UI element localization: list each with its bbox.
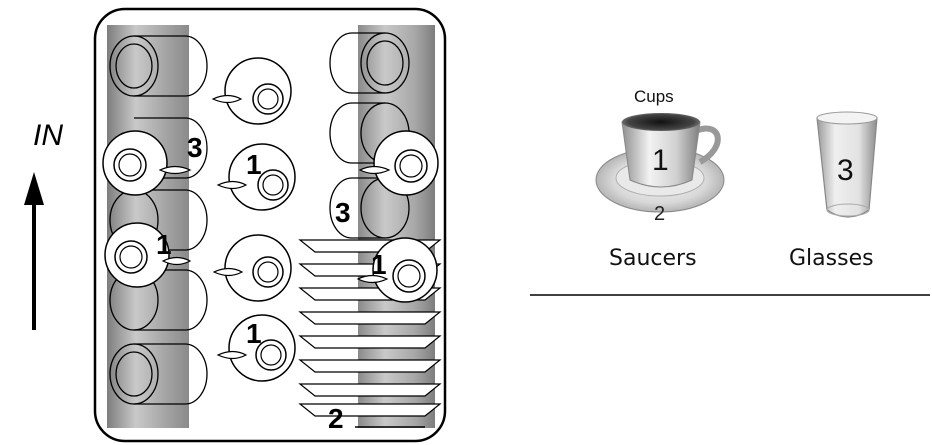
glasses-caption: Glasses: [789, 246, 874, 271]
cup-and-saucer-icon: [595, 113, 725, 213]
right-front-cup-lower: [356, 237, 438, 303]
center-cup-4: [216, 314, 296, 382]
rack-number-right-lower: 1: [371, 249, 387, 280]
cups-caption: Cups: [634, 87, 674, 106]
rack-number-center-2: 1: [246, 318, 262, 349]
direction-label: IN: [33, 119, 63, 152]
rack-number-left-top: 3: [187, 132, 203, 163]
left-front-cup-top: [102, 130, 192, 196]
glass-icon: [816, 111, 878, 218]
cups-number: 1: [652, 144, 669, 177]
rack-number-right-mid: 3: [335, 197, 351, 228]
rack-number-left-mid: 1: [156, 229, 172, 260]
center-cup-3: [212, 234, 292, 302]
center-cup-2: [216, 143, 296, 211]
direction-indicator: IN: [24, 119, 63, 330]
dishwasher-rack: 3 1 1: [93, 7, 447, 443]
legend: Cups 1 2 Saucers 3 Glasses: [530, 87, 930, 296]
glasses-number: 3: [837, 154, 854, 187]
left-front-cup-mid: [104, 222, 192, 288]
right-front-cup-top: [358, 130, 439, 196]
rack-number-plates: 2: [328, 403, 344, 434]
arrow-up-icon: [24, 172, 44, 205]
center-cup-1: [211, 57, 292, 125]
rack-number-center-1: 1: [246, 149, 262, 180]
left-cup-stack: [109, 35, 208, 405]
saucers-number: 2: [654, 203, 665, 225]
saucers-caption: Saucers: [609, 246, 697, 271]
